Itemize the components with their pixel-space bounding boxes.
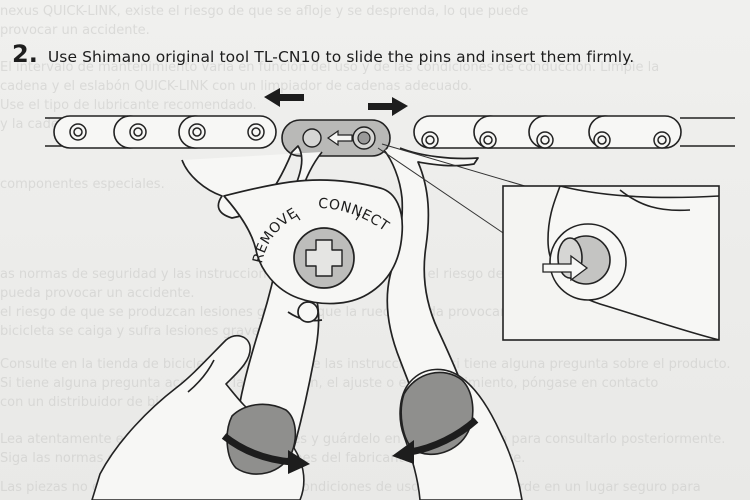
- chain-pliers-tool: [181, 145, 481, 463]
- background-text-line: Si tiene alguna pregunta acerca de la in…: [0, 376, 659, 391]
- background-text-line: componentes especiales.: [0, 177, 165, 192]
- step-number: 2.: [12, 40, 38, 68]
- step-instruction: Use Shimano original tool TL-CN10 to sli…: [47, 48, 635, 66]
- arrow-right-icon: [368, 97, 408, 116]
- background-text-line: Use el tipo de lubricante recomendado.: [0, 98, 257, 113]
- background-text-line: El intervalo de mantenimiento varía en f…: [0, 60, 660, 75]
- step-heading: 2. Use Shimano original tool TL-CN10 to …: [12, 40, 634, 68]
- squeeze-arrows: [221, 417, 479, 474]
- background-text-line: bicicleta se caiga y sufra lesiones grav…: [0, 324, 271, 339]
- background-text-line: Consulte en la tienda de bicicletas si n…: [0, 357, 731, 372]
- arrow-left-icon: [264, 88, 304, 107]
- bicycle-chain: [45, 115, 735, 149]
- curved-arrow-left-icon: [409, 417, 479, 456]
- background-text-line: cadena y el eslabón QUICK-LINK con un li…: [0, 79, 473, 94]
- pull-apart-arrows: [264, 88, 408, 116]
- background-text-line: provocar un accidente.: [0, 23, 150, 38]
- curved-arrow-right-icon: [221, 433, 293, 466]
- background-text-line: nexus QUICK-LINK, existe el riesgo de qu…: [0, 4, 529, 19]
- quick-link: [281, 119, 391, 157]
- detail-inset: [502, 185, 720, 341]
- background-text-line: pueda provocar un accidente.: [0, 286, 195, 301]
